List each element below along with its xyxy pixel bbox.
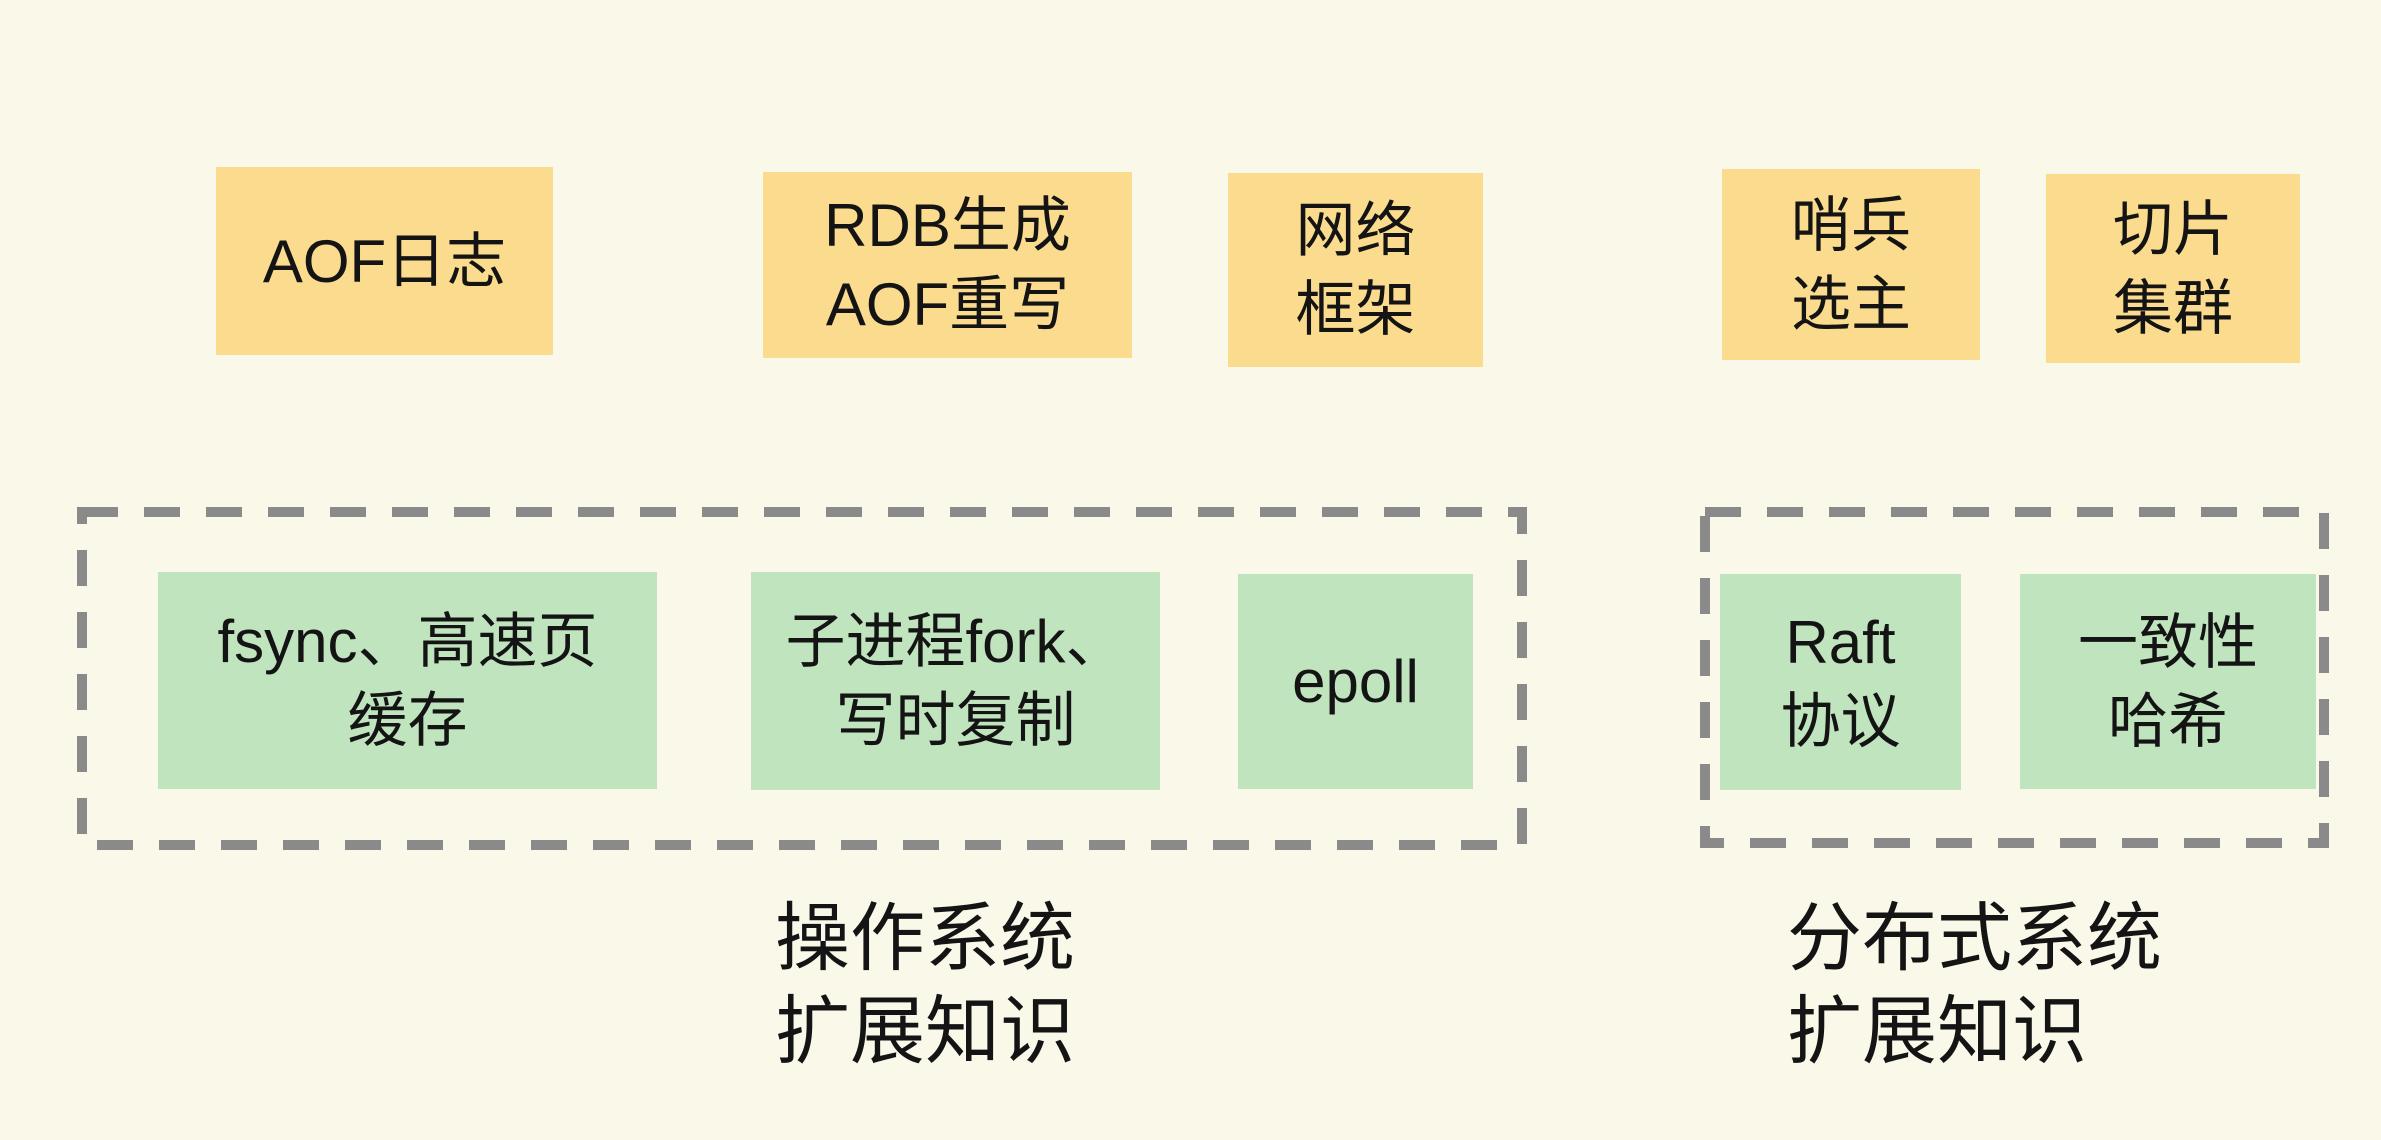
topic-box-line: AOF日志 (262, 227, 507, 295)
dist-group-label-line: 扩展知识 (1787, 989, 2088, 1073)
topic-box-aof-log: AOF日志 (216, 167, 553, 355)
knowledge-box-consistent-hashing: 一致性 哈希 (2020, 574, 2316, 789)
knowledge-box-line: 子进程fork、 (785, 608, 1126, 675)
knowledge-box-line: 一致性 (2078, 608, 2258, 676)
knowledge-box-line: epoll (1292, 648, 1419, 715)
topic-box-line: 集群 (2113, 274, 2233, 342)
topic-box-sentinel-election: 哨兵 选主 (1722, 169, 1980, 360)
knowledge-box-line: 写时复制 (835, 687, 1076, 754)
knowledge-box-epoll: epoll (1238, 574, 1473, 789)
topic-box-line: 切片 (2113, 195, 2233, 263)
knowledge-box-fork-copy-on-write: 子进程fork、 写时复制 (751, 572, 1160, 790)
topic-box-sharded-cluster: 切片 集群 (2046, 174, 2300, 363)
topic-box-line: 哨兵 (1791, 191, 1911, 259)
topic-box-rdb-aof-rewrite: RDB生成 AOF重写 (763, 172, 1132, 358)
topic-box-line: 选主 (1791, 270, 1911, 338)
topic-box-line: RDB生成 (824, 192, 1071, 259)
topic-box-line: 框架 (1295, 276, 1416, 343)
topic-box-line: 网络 (1295, 197, 1416, 264)
knowledge-box-raft-protocol: Raft 协议 (1720, 574, 1961, 790)
os-group-label-line: 扩展知识 (775, 989, 1076, 1073)
topic-box-network-framework: 网络 框架 (1228, 173, 1483, 367)
knowledge-box-line: Raft (1785, 609, 1896, 676)
knowledge-box-fsync-page-cache: fsync、高速页 缓存 (158, 572, 657, 789)
dist-group-label-line: 分布式系统 (1787, 896, 2163, 980)
topic-box-line: AOF重写 (825, 271, 1070, 338)
knowledge-box-line: 协议 (1780, 688, 1901, 755)
knowledge-box-line: 哈希 (2108, 687, 2228, 755)
dist-group-label: 分布式系统 扩展知识 (1787, 892, 2162, 1078)
knowledge-box-line: 缓存 (347, 686, 468, 754)
os-group-label-line: 操作系统 (775, 896, 1076, 980)
os-group-label: 操作系统 扩展知识 (775, 892, 1075, 1078)
knowledge-box-line: fsync、高速页 (217, 607, 598, 675)
